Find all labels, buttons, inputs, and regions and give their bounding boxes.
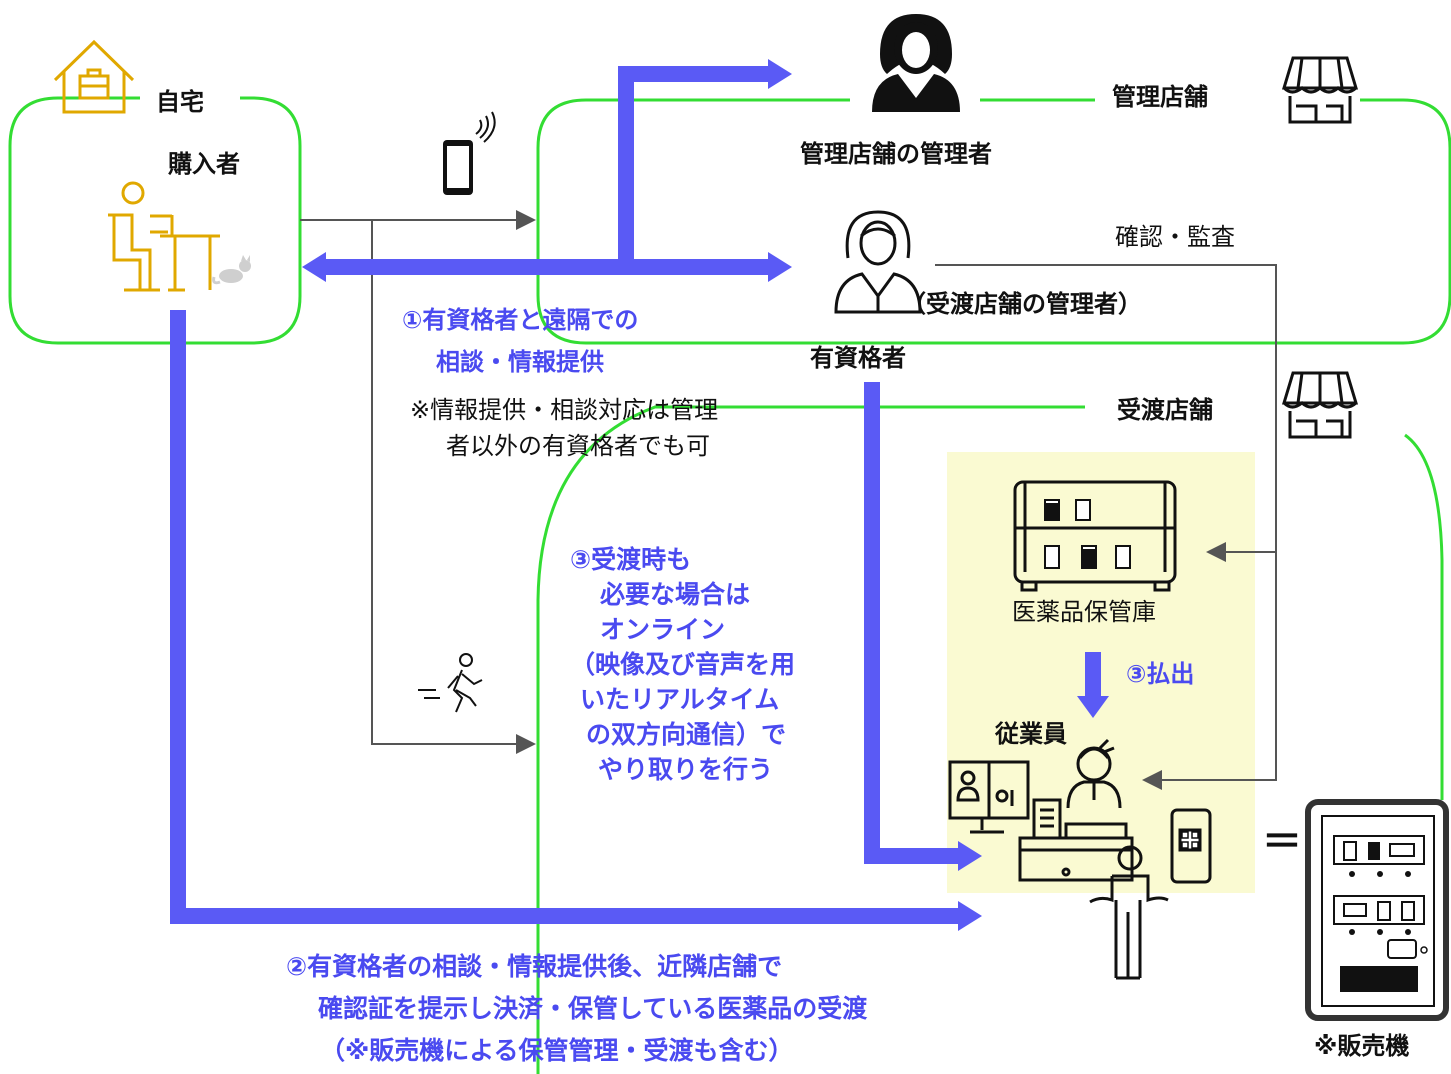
audit-line-employee xyxy=(1142,552,1277,790)
step2-line: （※販売機による保管管理・受渡も含む） xyxy=(320,1036,794,1065)
step3-line: （映像及び音声を用 xyxy=(570,650,796,679)
qualified-person-icon xyxy=(834,210,922,314)
step2-text-block: ②有資格者の相談・情報提供後、近隣店舗で 確認証を提示し決済・保管している医薬品… xyxy=(286,946,867,1072)
purchaser-label: 購入者 xyxy=(168,150,240,178)
medicine-cabinet-icon xyxy=(1013,480,1177,592)
note-line2: 者以外の有資格者でも可 xyxy=(446,432,710,460)
employee-icon xyxy=(1066,738,1122,809)
store-icon xyxy=(1281,371,1359,439)
step3-line: ③受渡時も xyxy=(570,545,692,574)
arrowhead-right-store xyxy=(958,901,982,931)
qr-phone-icon xyxy=(1170,808,1212,884)
cat-icon xyxy=(212,255,251,285)
confirm-audit-label: 確認・監査 xyxy=(1115,223,1235,251)
vending-machine-icon xyxy=(1305,799,1449,1021)
dispense-arrow-shaft xyxy=(1085,652,1101,698)
walk-flow-line xyxy=(371,220,536,754)
storage-label: 医薬品保管庫 xyxy=(1012,598,1156,626)
manager-face xyxy=(902,32,930,68)
home-frame xyxy=(8,96,302,345)
person-desk-icon xyxy=(108,181,220,292)
walking-person-icon xyxy=(418,653,483,713)
step3-line: いたリアルタイム xyxy=(580,685,780,714)
step2-line: 確認証を提示し決済・保管している医薬品の受渡 xyxy=(318,994,868,1023)
receiving-store-manager-label: （受渡店舗の管理者） xyxy=(902,290,1142,318)
arrowhead-right-manager xyxy=(768,59,792,89)
step3-line: の双方向通信）で xyxy=(586,720,787,749)
step3-text-block: ③受渡時も 必要な場合は オンライン （映像及び音声を用 いたリアルタイム の双… xyxy=(568,542,795,787)
receiving-store-frame xyxy=(536,405,1444,1074)
medicine-bottles xyxy=(1044,499,1131,569)
step1-line2: 相談・情報提供 xyxy=(436,348,604,376)
step2-line: ②有資格者の相談・情報提供後、近隣店舗で xyxy=(286,952,783,981)
managing-store-label: 管理店舗 xyxy=(1112,83,1208,111)
receiving-store-label: 受渡店舗 xyxy=(1117,396,1213,424)
dispense-arrowhead xyxy=(1077,696,1109,718)
home-label: 自宅 xyxy=(156,88,204,116)
employee-label: 従業員 xyxy=(995,720,1067,748)
store-icon xyxy=(1281,56,1359,124)
step3-line: やり取りを行う xyxy=(598,755,774,784)
qualified-person-label: 有資格者 xyxy=(810,344,906,372)
cash-register-icon xyxy=(1018,798,1134,882)
step1-line1: ①有資格者と遠隔での xyxy=(402,306,639,334)
step3-line: 必要な場合は xyxy=(600,580,751,609)
managing-store-manager-label: 管理店舗の管理者 xyxy=(800,140,992,168)
note-line1: ※情報提供・相談対応は管理 xyxy=(410,396,719,424)
house-icon xyxy=(53,39,135,114)
dispense-label: ③払出 xyxy=(1126,660,1195,688)
equals-sign: ＝ xyxy=(1262,819,1302,865)
pc-monitor-icon xyxy=(948,760,1030,834)
vending-machine-label: ※販売機 xyxy=(1314,1032,1410,1060)
audit-line xyxy=(935,264,1277,562)
step3-line: オンライン xyxy=(600,615,726,644)
managing-store-frame xyxy=(536,98,1451,345)
arrowhead-right-counter xyxy=(958,841,982,871)
smartphone-icon xyxy=(443,111,496,195)
arrowhead-left xyxy=(302,252,326,282)
customer-icon xyxy=(1089,845,1169,980)
arrowhead-right-consult xyxy=(768,252,792,282)
